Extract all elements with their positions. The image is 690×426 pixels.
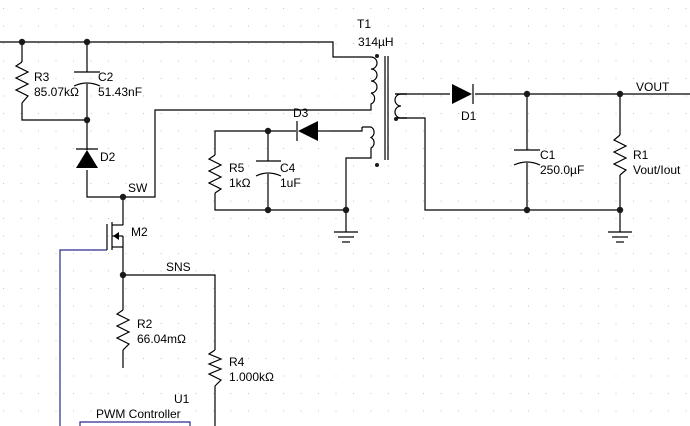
junction-dot	[83, 38, 91, 46]
sw-net-label: SW	[128, 181, 148, 195]
c1-ref-label: C1	[540, 148, 556, 162]
d1-ref-label: D1	[461, 109, 477, 123]
c1-value-label: 250.0µF	[540, 163, 584, 177]
resistor-r1[interactable]	[612, 134, 628, 176]
diode-d3[interactable]	[296, 121, 330, 141]
r1-ref-label: R1	[633, 148, 649, 162]
capacitor-c1[interactable]	[513, 149, 541, 166]
d2-ref-label: D2	[100, 150, 116, 164]
transformer-t1[interactable]	[362, 54, 407, 167]
d3-ref-label: D3	[293, 106, 309, 120]
r2-value-label: 66.04mΩ	[137, 332, 186, 346]
junction-dot	[83, 116, 91, 124]
aux-return-wire	[345, 157, 362, 210]
capacitor-c2[interactable]	[73, 71, 101, 87]
t1-ref-label: T1	[357, 17, 371, 31]
diode-d1[interactable]	[452, 84, 474, 104]
r4-ref-label: R4	[229, 355, 245, 369]
c2-ref-label: C2	[98, 70, 114, 84]
d2-to-sw-wire	[86, 170, 123, 198]
gate-drive-wire	[59, 249, 107, 426]
m2-ref-label: M2	[131, 225, 148, 239]
r3-value-label: 85.07kΩ	[34, 85, 79, 99]
r3-ref-label: R3	[34, 70, 50, 84]
t1-aux-winding	[362, 126, 375, 159]
r5-ref-label: R5	[229, 161, 245, 175]
vout-net-label: VOUT	[636, 80, 670, 94]
r1-value-label: Vout/Iout	[633, 163, 681, 177]
ground-output-symbol	[608, 231, 632, 243]
aux-top-wire	[330, 127, 363, 132]
resistor-r4[interactable]	[207, 349, 223, 387]
wires	[0, 41, 690, 426]
resistor-r3[interactable]	[14, 61, 30, 104]
junction-dot	[616, 206, 624, 214]
c2-value-label: 51.43nF	[98, 85, 142, 99]
u1-value-label: PWM Controller	[96, 407, 181, 421]
junctions	[18, 38, 624, 279]
junction-dot	[342, 206, 350, 214]
junction-dot	[616, 90, 624, 98]
u1-ref-label: U1	[174, 392, 190, 406]
r4-value-label: 1.000kΩ	[229, 370, 274, 384]
capacitor-c4[interactable]	[255, 160, 282, 177]
junction-dot	[523, 90, 531, 98]
sns-net-label: SNS	[166, 260, 191, 274]
t1-value-label: 314µH	[358, 35, 394, 49]
mosfet-m2[interactable]	[106, 218, 124, 250]
aux-left-wire	[214, 130, 296, 155]
junction-dot	[523, 206, 531, 214]
junction-dot	[119, 271, 127, 279]
c4-value-label: 1uF	[280, 176, 301, 190]
sw-to-t1-wire	[123, 109, 362, 198]
input-rail-wire	[0, 41, 362, 58]
aux-bottom-wire	[214, 193, 346, 211]
pwm-controller-edge	[79, 421, 191, 426]
resistor-r2[interactable]	[115, 309, 131, 351]
junction-dot	[264, 206, 272, 214]
diode-d2[interactable]	[76, 142, 98, 168]
r5-value-label: 1kΩ	[229, 176, 251, 190]
resistor-r5[interactable]	[207, 154, 223, 194]
c4-ref-label: C4	[280, 161, 296, 175]
ground-aux-symbol	[334, 231, 358, 243]
t1-secondary-winding	[394, 93, 407, 119]
t1-primary-winding	[362, 56, 378, 111]
junction-dot	[119, 193, 127, 201]
snubber-bottom-wire	[21, 103, 87, 121]
secondary-bottom-wire	[395, 117, 620, 211]
junction-dot	[18, 38, 26, 46]
junction-dot	[264, 127, 272, 135]
sns-wire	[123, 274, 216, 350]
r2-ref-label: R2	[137, 317, 153, 331]
